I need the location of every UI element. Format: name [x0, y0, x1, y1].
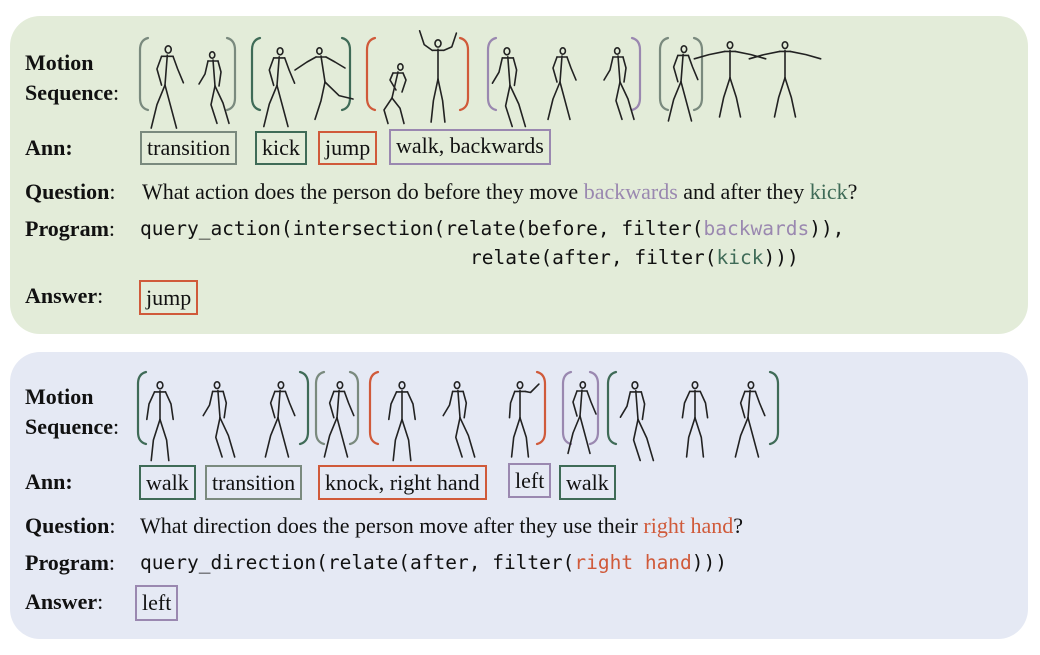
- stick-figure: [383, 62, 407, 125]
- annotation-walk-backwards: walk, backwards: [389, 129, 551, 165]
- stick-figure: [547, 47, 577, 121]
- question-highlight-right-hand: right hand: [643, 513, 734, 538]
- question-highlight-kick: kick: [809, 179, 848, 204]
- answer-label: Answer:: [25, 589, 104, 614]
- answer-label: Answer:: [25, 283, 104, 308]
- segment-bracket: [365, 36, 470, 112]
- annotation-left: left: [508, 463, 552, 498]
- answer-box: jump: [139, 280, 199, 315]
- segment-bracket: [314, 370, 360, 446]
- stick-figure: [567, 381, 597, 455]
- stick-figure: [198, 50, 230, 125]
- annotation-transition: transition: [205, 465, 303, 500]
- stick-figure: [681, 380, 709, 458]
- program-line: query_direction(relate(after, filter(rig…: [140, 551, 728, 574]
- question-label: Question:: [25, 179, 116, 204]
- program-label: Program:: [25, 216, 116, 241]
- motion-sequence-1: [138, 29, 822, 129]
- stick-figure: [418, 29, 458, 123]
- stick-figure: [693, 40, 767, 118]
- program-line-1: query_action(intersection(relate(before,…: [140, 217, 845, 240]
- stick-figure: [508, 380, 540, 458]
- stick-figure: [734, 380, 766, 458]
- stick-figure: [387, 380, 417, 462]
- segment-bracket: [561, 370, 600, 446]
- stick-figure: [442, 380, 476, 458]
- stick-figure: [294, 47, 354, 121]
- segment-bracket: [606, 370, 780, 446]
- answer-box: left: [135, 585, 179, 621]
- stick-figure: [748, 40, 822, 118]
- program-label: Program:: [25, 550, 116, 575]
- motion-label: Motion Sequence:: [25, 50, 120, 105]
- stick-figure: [264, 380, 296, 458]
- stick-figure: [603, 47, 635, 121]
- segment-bracket: [486, 36, 642, 112]
- segment-bracket: [136, 370, 310, 446]
- question-text: What action does the person do before th…: [142, 179, 858, 204]
- annotation-transition: transition: [140, 131, 238, 165]
- program-line-2: relate(after, filter(kick))): [470, 246, 799, 269]
- stick-figure: [263, 46, 296, 128]
- segment-bracket: [138, 36, 237, 112]
- stick-figure: [145, 380, 175, 462]
- segment-bracket: [250, 36, 352, 112]
- motion-sequence-2: [136, 370, 780, 462]
- example-panel-2: [10, 352, 1028, 639]
- ann-label: Ann:: [25, 469, 73, 494]
- annotation-jump: jump: [318, 131, 378, 165]
- stick-figure: [150, 44, 185, 129]
- stick-figure: [619, 380, 655, 462]
- annotation-walk-2: walk: [559, 465, 616, 500]
- stick-figure: [491, 46, 527, 128]
- annotation-kick: kick: [255, 131, 307, 165]
- question-label: Question:: [25, 513, 116, 538]
- segment-bracket: [658, 36, 704, 112]
- stick-figure: [202, 380, 236, 458]
- annotation-knock-right-hand: knock, right hand: [318, 465, 487, 500]
- question-highlight-backwards: backwards: [583, 179, 678, 204]
- segment-bracket: [368, 370, 547, 446]
- annotation-walk: walk: [139, 465, 196, 500]
- stick-figure: [667, 44, 699, 122]
- motion-label: Motion Sequence:: [25, 384, 120, 439]
- ann-label: Ann:: [25, 135, 73, 160]
- question-text: What direction does the person move afte…: [140, 513, 743, 538]
- stick-figure: [323, 380, 355, 458]
